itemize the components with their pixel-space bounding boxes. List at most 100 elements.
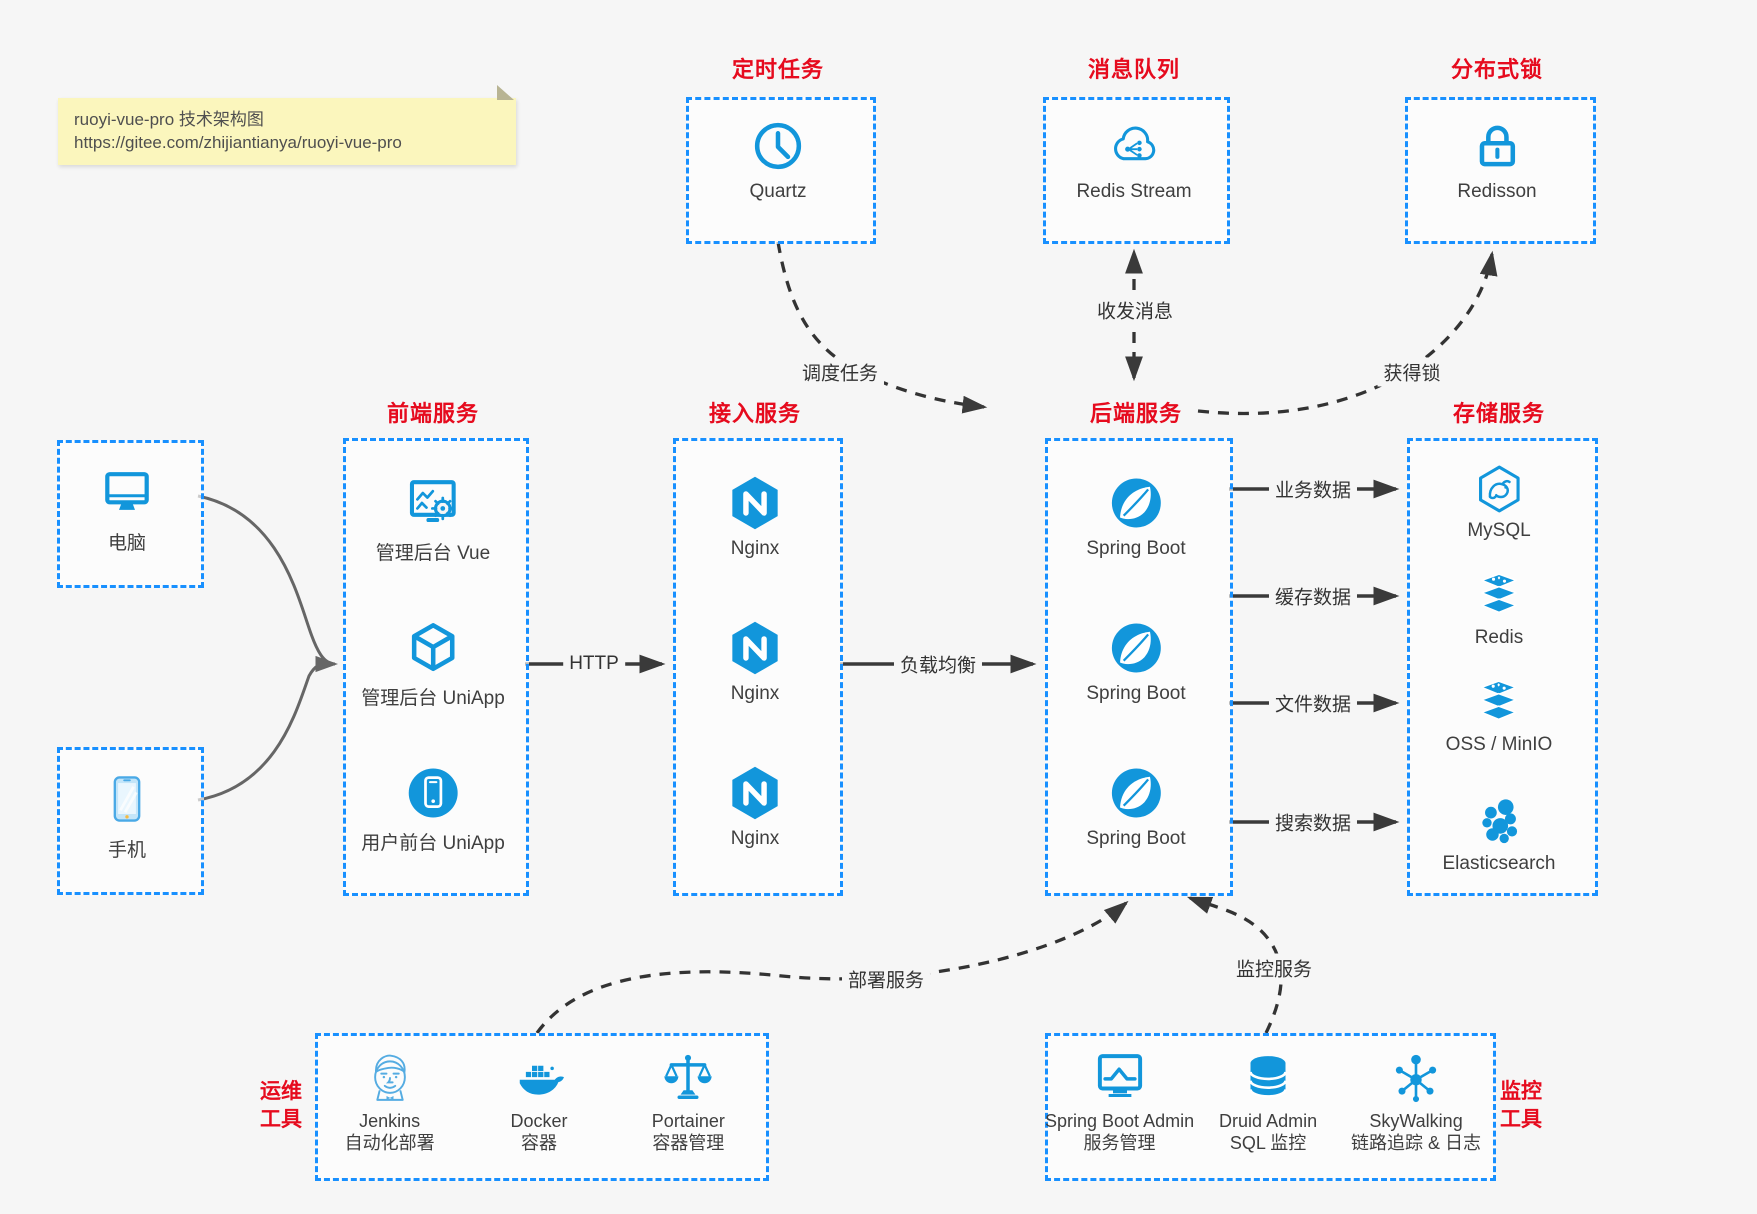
edge-label-cache-data: 缓存数据: [1268, 581, 1358, 611]
storage-item-oss-minio: OSS / MinIO: [1445, 678, 1553, 756]
edge-label-load-balance: 负载均衡: [893, 649, 983, 679]
smartphone-icon: [97, 769, 157, 829]
redis-stream-item: Redis Stream: [1076, 117, 1192, 203]
edge-desktop-to-frontend: [197, 494, 338, 673]
edge-label-search-data: 搜索数据: [1268, 807, 1358, 837]
desktop-icon: [97, 462, 157, 522]
ops-tools-side-label: 运维 工具: [260, 1078, 302, 1134]
group-title-distributed-lock: 分布式锁: [1450, 57, 1544, 82]
cloud-stream-icon: [1105, 117, 1163, 175]
frontend-item-admin-vue: 管理后台 Vue: [376, 474, 490, 565]
gateway-item-nginx-1: Nginx: [726, 474, 784, 560]
elasticsearch-label: Elasticsearch: [1442, 853, 1556, 874]
storage-item-mysql: MySQL: [1467, 464, 1531, 542]
edge-label-schedule: 调度任务: [795, 357, 885, 387]
oss-minio-label: OSS / MinIO: [1445, 734, 1553, 755]
jenkins-icon: [362, 1050, 418, 1106]
note-url: https://gitee.com/zhijiantianya/ruoyi-vu…: [74, 133, 402, 152]
docker-label: Docker: [510, 1111, 568, 1131]
mysql-label: MySQL: [1467, 520, 1531, 541]
druid-sublabel: SQL 监控: [1229, 1133, 1307, 1153]
lock-icon: [1468, 117, 1526, 175]
jenkins-sublabel: 自动化部署: [344, 1133, 435, 1153]
nginx-label: Nginx: [730, 828, 780, 849]
spring-boot-admin-label: Spring Boot Admin: [1045, 1111, 1195, 1131]
spring-boot-label: Spring Boot: [1086, 683, 1186, 704]
skywalking-sublabel: 链路追踪 & 日志: [1351, 1133, 1482, 1153]
druid-icon: [1240, 1050, 1296, 1106]
note-fold-corner: [497, 85, 514, 100]
uniapp-cube-icon: [404, 619, 462, 677]
docker-icon: [511, 1050, 567, 1106]
user-app-icon: [404, 764, 462, 822]
column-title-frontend: 前端服务: [386, 401, 480, 426]
nginx-label: Nginx: [730, 538, 780, 559]
storage-stack-icon: [1474, 678, 1524, 728]
monitor-tools-line2: 工具: [1500, 1108, 1542, 1131]
ops-tools-items: Jenkins 自动化部署 Docker 容器 Portainer 容器管理: [315, 1050, 763, 1154]
spring-boot-icon: [1107, 764, 1165, 822]
frontend-item-user-uniapp: 用户前台 UniApp: [361, 764, 505, 855]
skywalking-icon: [1388, 1050, 1444, 1106]
frontend-item-label: 管理后台 UniApp: [361, 688, 505, 709]
nginx-label: Nginx: [730, 683, 780, 704]
redis-stream-label: Redis Stream: [1076, 181, 1192, 202]
column-title-gateway: 接入服务: [708, 401, 802, 426]
spring-boot-icon: [1107, 619, 1165, 677]
elasticsearch-icon: [1474, 797, 1524, 847]
docker-sublabel: 容器: [520, 1133, 557, 1153]
group-title-scheduled-jobs: 定时任务: [731, 57, 825, 82]
monitor-item-spring-boot-admin: Spring Boot Admin 服务管理: [1045, 1050, 1194, 1154]
backend-item-spring-2: Spring Boot: [1086, 619, 1186, 705]
monitor-item-skywalking: SkyWalking 链路追踪 & 日志: [1342, 1050, 1490, 1154]
edge-label-monitor: 监控服务: [1229, 953, 1319, 983]
jenkins-label: Jenkins: [359, 1111, 421, 1131]
redisson-item: Redisson: [1457, 117, 1537, 203]
ops-item-portainer: Portainer 容器管理: [614, 1050, 763, 1154]
edge-label-deploy: 部署服务: [841, 964, 931, 994]
edge-label-acquire-lock: 获得锁: [1377, 357, 1447, 387]
spring-boot-admin-icon: [1092, 1050, 1148, 1106]
redis-label: Redis: [1474, 627, 1524, 648]
portainer-icon: [660, 1050, 716, 1106]
admin-vue-icon: [404, 474, 462, 532]
quartz-box: [686, 97, 876, 244]
storage-item-redis: Redis: [1474, 571, 1524, 649]
edge-acquire-lock: [1197, 250, 1498, 416]
portainer-sublabel: 容器管理: [652, 1133, 725, 1153]
ops-tools-line2: 工具: [260, 1108, 302, 1131]
monitor-tools-side-label: 监控 工具: [1500, 1078, 1542, 1134]
mobile-client-label: 手机: [107, 840, 146, 861]
edge-label-messaging: 收发消息: [1090, 295, 1180, 325]
column-title-storage: 存储服务: [1452, 401, 1546, 426]
skywalking-label: SkyWalking: [1369, 1111, 1463, 1131]
monitor-tools-line1: 监控: [1500, 1080, 1542, 1103]
nginx-icon: [726, 764, 784, 822]
edge-mobile-to-frontend: [197, 661, 332, 802]
quartz-label: Quartz: [749, 181, 807, 202]
ops-item-jenkins: Jenkins 自动化部署: [315, 1050, 464, 1154]
spring-boot-icon: [1107, 474, 1165, 532]
backend-item-spring-1: Spring Boot: [1086, 474, 1186, 560]
backend-item-spring-3: Spring Boot: [1086, 764, 1186, 850]
monitor-item-druid: Druid Admin SQL 监控: [1194, 1050, 1342, 1154]
storage-item-elasticsearch: Elasticsearch: [1443, 797, 1556, 875]
note-title: ruoyi-vue-pro 技术架构图: [74, 110, 264, 129]
clock-icon: [749, 117, 807, 175]
title-note: ruoyi-vue-pro 技术架构图 https://gitee.com/zh…: [58, 85, 516, 165]
column-title-backend: 后端服务: [1089, 401, 1183, 426]
edge-label-http: HTTP: [563, 652, 625, 676]
mobile-client-item: 手机: [97, 769, 157, 862]
redisson-label: Redisson: [1457, 181, 1537, 202]
spring-boot-label: Spring Boot: [1086, 538, 1186, 559]
ops-tools-line1: 运维: [260, 1080, 302, 1103]
nginx-icon: [726, 619, 784, 677]
nginx-icon: [726, 474, 784, 532]
redis-stack-icon: [1474, 571, 1524, 621]
edge-monitor: [1186, 896, 1283, 1034]
spring-boot-label: Spring Boot: [1086, 828, 1186, 849]
redis-stream-box: [1043, 97, 1230, 244]
edge-deploy: [535, 900, 1129, 1034]
quartz-item: Quartz: [749, 117, 807, 203]
